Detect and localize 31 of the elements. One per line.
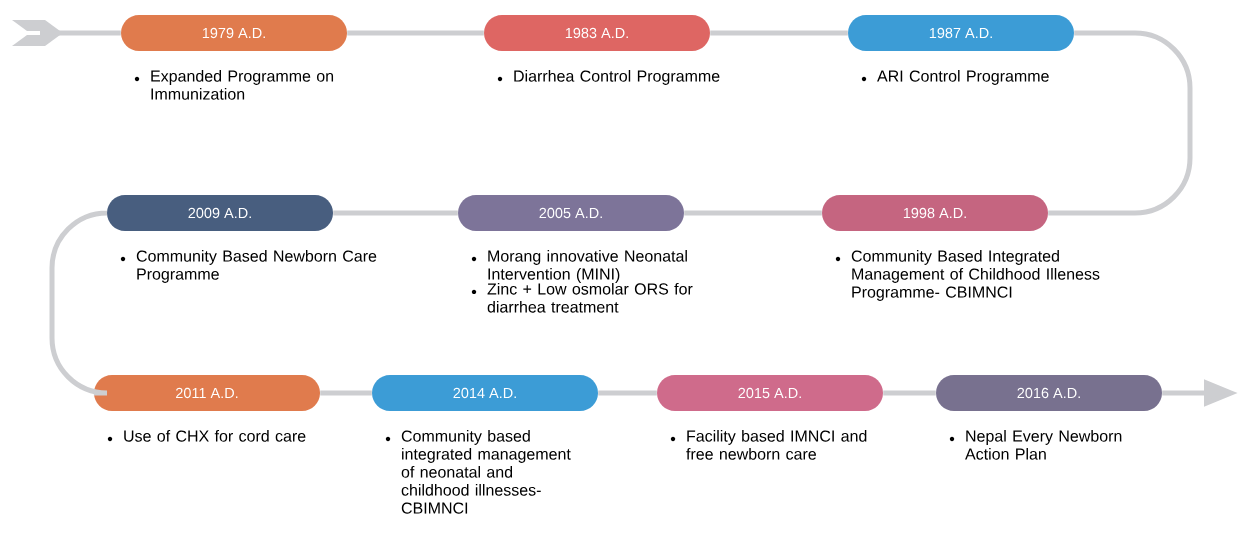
year-pill: 2005 A.D. <box>458 195 684 231</box>
year-pill: 1983 A.D. <box>484 15 710 51</box>
year-pill: 2014 A.D. <box>372 375 598 411</box>
bullet-text: Morang innovative Neonatal Intervention (MINI) <box>471 250 687 283</box>
bullet-text: Community based integrated management of neonatal and childhood illnesses- CBIMNCI <box>385 430 571 514</box>
year-pill: 2016 A.D. <box>936 375 1162 411</box>
timeline-line <box>710 30 848 36</box>
bullet-text: Use of CHX for cord care <box>107 430 306 442</box>
year-pill: 1998 A.D. <box>822 195 1048 231</box>
timeline-line <box>598 390 657 396</box>
year-pill: 2009 A.D. <box>107 195 333 231</box>
timeline-tail-arrow <box>12 20 121 46</box>
bullet-text: Nepal Every Newborn Action Plan <box>949 430 1122 460</box>
bullet-text: Community Based Newborn Care Programme <box>120 250 377 283</box>
timeline-line <box>1048 30 1193 216</box>
timeline-line <box>684 210 822 216</box>
bullet-text: Community Based Integrated Management of Childhood Illeness Programme- CBIMNCI <box>835 250 1100 301</box>
year-pill: 2011 A.D. <box>94 375 320 411</box>
bullet-text: Zinc + Low osmolar ORS for diarrhea treatment <box>471 282 693 313</box>
bullet-text: Diarrhea Control Programme <box>497 70 720 85</box>
timeline-line <box>333 210 458 216</box>
bullet-text: ARI Control Programme <box>861 70 1049 85</box>
timeline-line <box>883 390 936 396</box>
bullet-text: Facility based IMNCI and free newborn care <box>670 430 867 460</box>
year-pill: 1987 A.D. <box>848 15 1074 51</box>
timeline-line <box>347 30 484 36</box>
year-pill: 1979 A.D. <box>121 15 347 51</box>
timeline-line <box>320 390 372 396</box>
timeline-line <box>49 210 110 396</box>
bullet-text: Expanded Programme on Immunization <box>134 70 334 100</box>
year-pill: 2015 A.D. <box>657 375 883 411</box>
